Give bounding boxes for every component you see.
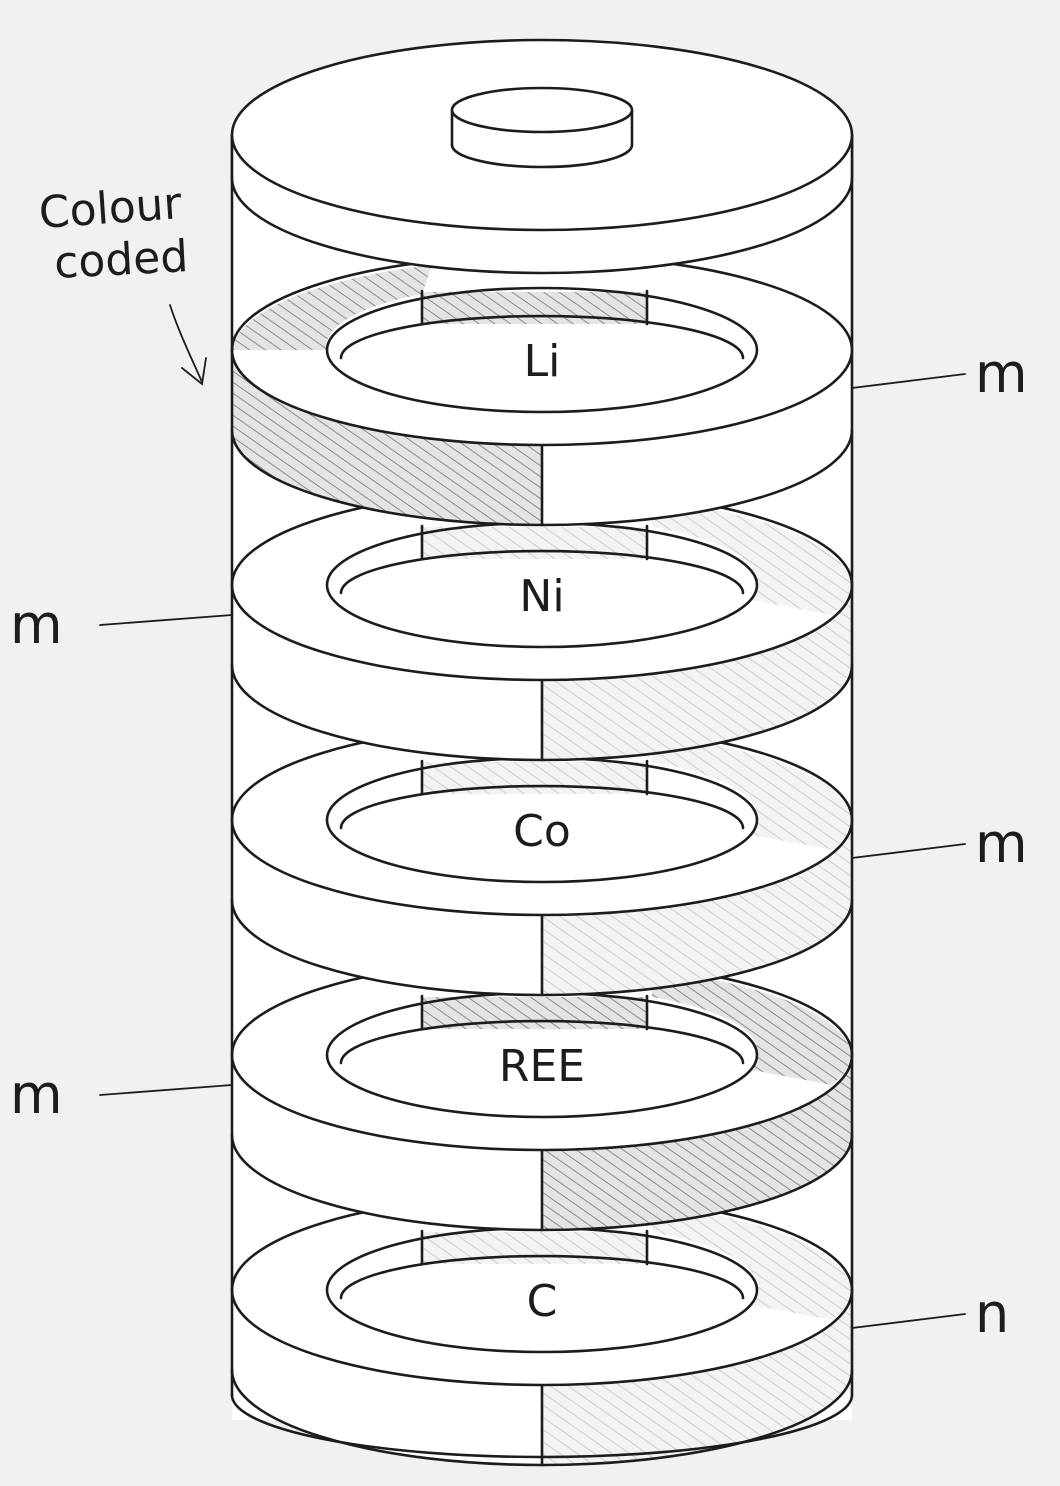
annotation-line-2: coded xyxy=(53,231,190,289)
layer-top-hatch xyxy=(232,265,432,350)
leader-line xyxy=(99,614,233,626)
cylinder-base xyxy=(230,1393,854,1459)
layer-inner-rim xyxy=(325,286,759,414)
layer-c: C xyxy=(230,1193,854,1467)
layer-inner-floor-edge xyxy=(339,549,745,595)
side-marker-co: m xyxy=(851,812,1028,875)
layer-ni: Ni xyxy=(230,488,854,762)
layer-side-hatch xyxy=(542,1055,852,1230)
side-marker-li: m xyxy=(851,342,1028,405)
down-arrow-icon xyxy=(169,304,207,386)
marker-glyph: m xyxy=(975,812,1028,875)
layer-inner-floor-edge xyxy=(339,314,745,360)
element-label: C xyxy=(527,1276,558,1327)
leader-line xyxy=(851,843,966,859)
side-marker-c: n xyxy=(851,1282,1009,1345)
marker-glyph: n xyxy=(975,1282,1009,1345)
side-marker-ni: m xyxy=(10,593,233,656)
layer-side-hatch xyxy=(542,585,852,760)
side-marker-ree: m xyxy=(10,1063,233,1126)
layer-inner-floor-edge xyxy=(339,1019,745,1065)
layer-top-hatch xyxy=(652,735,852,850)
marker-glyph: m xyxy=(975,342,1028,405)
layer-ree: REE xyxy=(230,958,854,1232)
terminal-nub xyxy=(450,86,634,169)
layer-side-hatch xyxy=(542,820,852,995)
layer-top-hatch xyxy=(652,500,852,615)
marker-glyph: m xyxy=(10,1063,63,1126)
layer-top-hatch xyxy=(652,970,852,1085)
element-label: Co xyxy=(513,806,571,857)
layer-top-hatch xyxy=(652,1205,852,1320)
layer-side-hatch xyxy=(542,1290,852,1465)
marker-glyph: m xyxy=(10,593,63,656)
side-markers: n m m m m xyxy=(10,342,1028,1345)
leader-line xyxy=(851,1313,966,1329)
layer-li: Li xyxy=(230,253,854,527)
layer-inner-floor-edge xyxy=(339,1254,745,1300)
layer-side-hatch xyxy=(232,350,542,525)
leader-line xyxy=(99,1084,233,1096)
element-label: REE xyxy=(499,1041,585,1092)
leader-line xyxy=(851,373,966,389)
layer-inner-floor-edge xyxy=(339,784,745,830)
layer-co: Co xyxy=(230,723,854,997)
layer-stack: C REE Co Ni Li xyxy=(230,253,854,1467)
annotation-line-1: Colour xyxy=(37,178,184,239)
element-label: Li xyxy=(524,336,561,387)
element-label: Ni xyxy=(519,571,564,622)
colour-coded-annotation: Colour coded xyxy=(37,178,207,386)
